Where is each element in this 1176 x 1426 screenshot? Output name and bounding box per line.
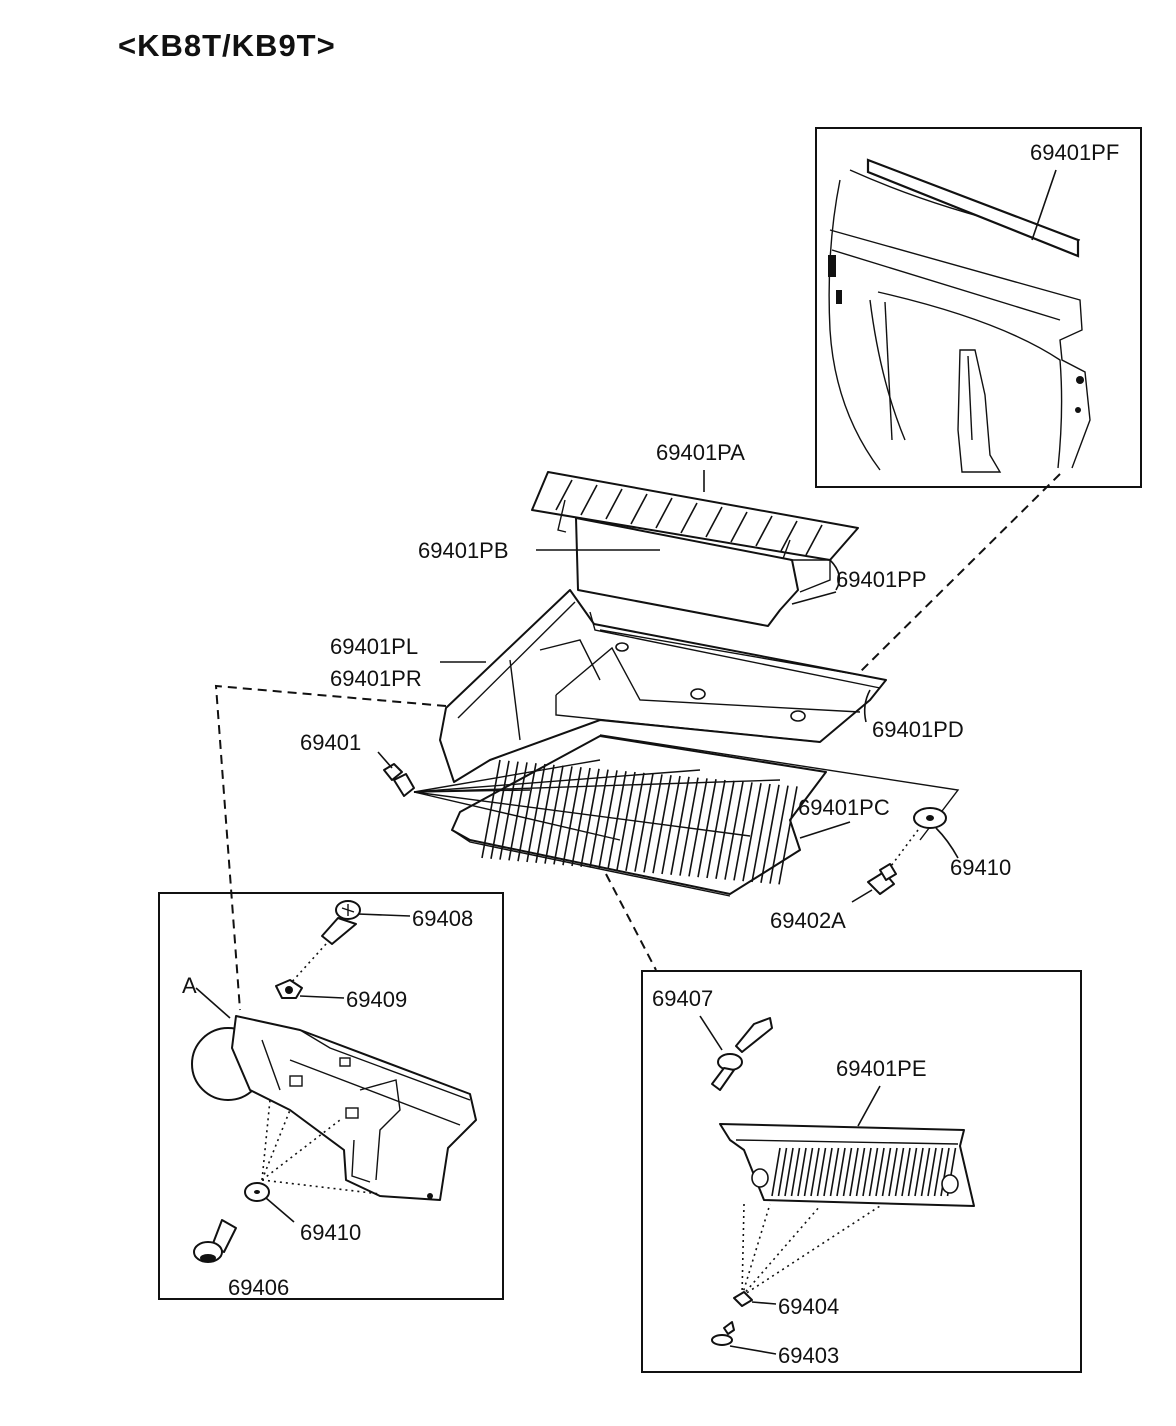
panel-hatch-line [810,1147,820,1197]
panel-hatch-line [777,1147,788,1197]
part-69410-washer-inset [244,1182,270,1202]
label-69403: 69403 [778,1343,839,1368]
label-69407: 69407 [652,986,713,1011]
panel-hatch-line [868,1147,879,1197]
mat-hatch-line [580,768,600,867]
panel-hatch-line [881,1147,892,1197]
panel-hatch-line [920,1147,931,1197]
panel-hatch-line [784,1147,794,1197]
label-69406: 69406 [228,1275,289,1300]
mat-hatch-line [751,783,771,883]
label-69401PB: 69401PB [418,538,509,563]
label-69401PD: 69401PD [872,717,964,742]
part-69401PL-PR [439,589,887,783]
panel-hatch-line [894,1147,905,1197]
panel-hatch-line [855,1147,866,1197]
part-69410-washer-main [913,807,947,829]
mat-hatch-line [679,777,699,876]
mat-hatch-line [625,772,645,871]
panel-hatch-line [829,1147,840,1197]
label-69409: 69409 [346,987,407,1012]
mat-hatch-line [544,765,564,864]
mat-hatch-line [706,779,726,879]
panel-hatch-line [907,1147,918,1197]
mat-hatch-line [760,784,780,883]
mat-hatch-line [553,766,573,865]
panel-hatch-line [901,1147,911,1197]
mat-hatch-line [481,759,501,859]
mat-hatch-line [499,761,519,860]
mat-hatch-line [733,782,753,881]
panel-hatch-line [797,1147,807,1197]
part-69404-nut [733,1291,753,1307]
part-69409-nut [275,979,303,999]
label-69401PC: 69401PC [798,795,890,820]
part-69407-rivet [711,1017,773,1091]
mat-hatch-line [769,785,789,884]
label-69401PR: 69401PR [330,666,422,691]
part-69401-clip [383,759,781,841]
label-69401PL: 69401PL [330,634,418,659]
mat-hatch-line [778,786,798,885]
mat-hatch-line [598,770,618,869]
mat-hatch-line [715,780,735,879]
part-69401PC [451,735,827,897]
label-69408: 69408 [412,906,473,931]
panel-hatch-line [816,1147,827,1197]
part-69408-screw [321,900,361,945]
mat-hatch-line [562,767,582,866]
part-69401PE [719,1123,975,1207]
panel-hatch-line [849,1147,859,1197]
label-69410-main: 69410 [950,855,1011,880]
panel-hatch-line [836,1147,846,1197]
mat-hatch-line [670,776,690,875]
panel-hatch-line [927,1147,937,1197]
part-69401PB [575,517,831,627]
panel-hatch-line [771,1147,781,1197]
inset-weatherstrip-box [815,127,1142,488]
part-69406-clip [193,1219,237,1263]
inset-fastener-box [158,892,504,1300]
label-69404: 69404 [778,1294,839,1319]
mat-hatch-line [616,771,636,871]
part-69403-screw [711,1321,735,1346]
mat-hatch-line [517,763,537,862]
part-69402A-clip [867,863,897,895]
panel-hatch-line [862,1147,872,1197]
panel-hatch-line [842,1147,853,1197]
panel-hatch-line [914,1147,924,1197]
label-69402A: 69402A [770,908,846,933]
mat-hatch-line [697,779,717,878]
mat-hatch-line [607,771,627,870]
label-69401: 69401 [300,730,361,755]
diagram-title: <KB8T/KB9T> [118,28,336,63]
mat-hatch-line [526,763,546,863]
part-trim-panel [231,1015,477,1201]
panel-hatch-line [933,1147,944,1197]
panel-hatch-line [888,1147,898,1197]
label-69401PA: 69401PA [656,440,745,465]
mat-hatch-line [571,767,591,867]
detail-label-a: A [182,973,197,998]
label-69401PF: 69401PF [1030,140,1119,165]
mat-hatch-line [508,762,528,861]
panel-hatch-line [823,1147,833,1197]
inset-clip-panel-box [641,970,1082,1373]
label-69410-inset: 69410 [300,1220,361,1245]
mat-hatch-line [688,778,708,877]
panel-hatch-line [803,1147,814,1197]
label-69401PE: 69401PE [836,1056,927,1081]
label-69401PP: 69401PP [836,567,927,592]
panel-hatch-line [875,1147,885,1197]
mat-hatch-line [724,781,744,880]
panel-hatch-line [790,1147,801,1197]
mat-hatch-line [742,783,762,882]
mat-hatch-line [490,760,510,859]
